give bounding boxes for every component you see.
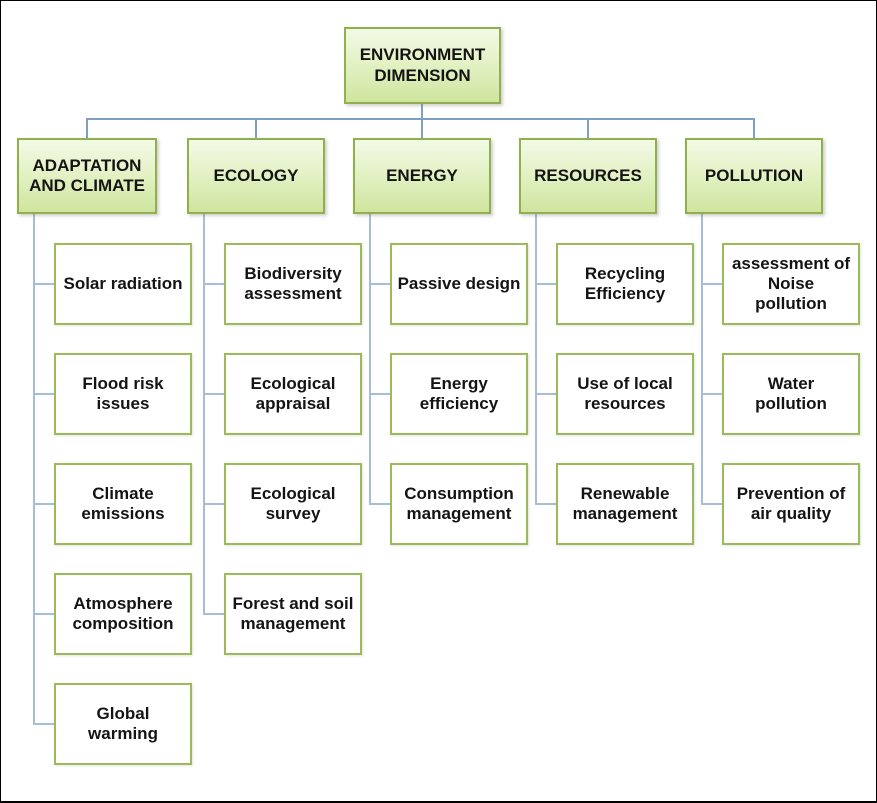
connector-stub-local-resources [535, 393, 558, 395]
node-ecology: ECOLOGY [187, 138, 325, 214]
node-environment-dimension: ENVIRONMENT DIMENSION [344, 27, 501, 104]
node-renewable-management: Renewable management [556, 463, 694, 545]
node-ecological-appraisal: Ecological appraisal [224, 353, 362, 435]
node-energy: ENERGY [353, 138, 491, 214]
connector-column-pollution [701, 212, 703, 505]
node-climate-emissions: Climate emissions [54, 463, 192, 545]
node-label: Global warming [88, 703, 158, 743]
node-label: Consumption management [404, 483, 514, 523]
node-label: Atmosphere composition [72, 593, 174, 633]
node-label: Recycling Efficiency [584, 263, 666, 303]
connector-column-energy [369, 212, 371, 505]
connector-stub-noise-pollution [701, 283, 724, 285]
connector-drop-pollution [753, 118, 755, 139]
node-label: Biodiversity assessment [244, 263, 342, 303]
node-label: Prevention of air quality [736, 483, 846, 523]
node-adaptation-and-climate: ADAPTATION AND CLIMATE [17, 138, 157, 214]
connector-stub-ecological-appraisal [203, 393, 226, 395]
node-ecological-survey: Ecological survey [224, 463, 362, 545]
connector-stub-ecological-survey [203, 503, 226, 505]
node-biodiversity-assessment: Biodiversity assessment [224, 243, 362, 325]
node-pollution: POLLUTION [685, 138, 823, 214]
node-label: Climate emissions [81, 483, 165, 523]
connector-stub-air-quality [701, 503, 724, 505]
node-consumption-management: Consumption management [390, 463, 528, 545]
node-label: Renewable management [572, 483, 678, 523]
node-forest-and-soil-management: Forest and soil management [224, 573, 362, 655]
connector-stub-forest-soil [203, 613, 226, 615]
node-label: ENVIRONMENT DIMENSION [359, 45, 486, 85]
connector-drop-adaptation [86, 118, 88, 139]
node-label: Ecological survey [250, 483, 336, 523]
connector-root-stem [421, 102, 423, 119]
node-label: Ecological appraisal [250, 373, 336, 413]
node-water-pollution: Water pollution [722, 353, 860, 435]
node-flood-risk-issues: Flood risk issues [54, 353, 192, 435]
node-label: POLLUTION [704, 165, 804, 185]
connector-stub-climate-emissions [33, 503, 56, 505]
node-use-of-local-resources: Use of local resources [556, 353, 694, 435]
node-label: Solar radiation [63, 273, 183, 293]
connector-stub-solar-radiation [33, 283, 56, 285]
node-label: Passive design [397, 273, 521, 293]
connector-drop-resources [587, 118, 589, 139]
connector-stub-atmosphere [33, 613, 56, 615]
node-label: Energy efficiency [419, 373, 499, 413]
node-label: Use of local resources [577, 373, 673, 413]
node-passive-design: Passive design [390, 243, 528, 325]
connector-stub-renewable [535, 503, 558, 505]
node-label: Flood risk issues [82, 373, 164, 413]
node-label: Forest and soil management [232, 593, 354, 633]
connector-column-ecology [203, 212, 205, 615]
connector-stub-flood-risk [33, 393, 56, 395]
connector-stub-global-warming [33, 723, 56, 725]
node-solar-radiation: Solar radiation [54, 243, 192, 325]
node-resources: RESOURCES [519, 138, 657, 214]
node-assessment-of-noise-pollution: assessment of Noise pollution [722, 243, 860, 325]
connector-stub-passive-design [369, 283, 392, 285]
node-label: ADAPTATION AND CLIMATE [29, 155, 145, 195]
node-label: RESOURCES [534, 165, 642, 185]
node-recycling-efficiency: Recycling Efficiency [556, 243, 694, 325]
connector-horizontal-bus [86, 118, 755, 120]
connector-drop-ecology [255, 118, 257, 139]
node-global-warming: Global warming [54, 683, 192, 765]
node-atmosphere-composition: Atmosphere composition [54, 573, 192, 655]
connector-column-resources [535, 212, 537, 505]
node-label: Water pollution [755, 373, 827, 413]
node-prevention-of-air-quality: Prevention of air quality [722, 463, 860, 545]
connector-stub-energy-efficiency [369, 393, 392, 395]
connector-column-adaptation [33, 212, 35, 725]
node-label: ENERGY [386, 165, 458, 185]
node-label: assessment of Noise pollution [731, 253, 851, 314]
connector-stub-recycling [535, 283, 558, 285]
node-energy-efficiency: Energy efficiency [390, 353, 528, 435]
node-label: ECOLOGY [213, 165, 299, 185]
connector-stub-biodiversity [203, 283, 226, 285]
connector-stub-consumption [369, 503, 392, 505]
connector-drop-energy [421, 118, 423, 139]
connector-stub-water-pollution [701, 393, 724, 395]
